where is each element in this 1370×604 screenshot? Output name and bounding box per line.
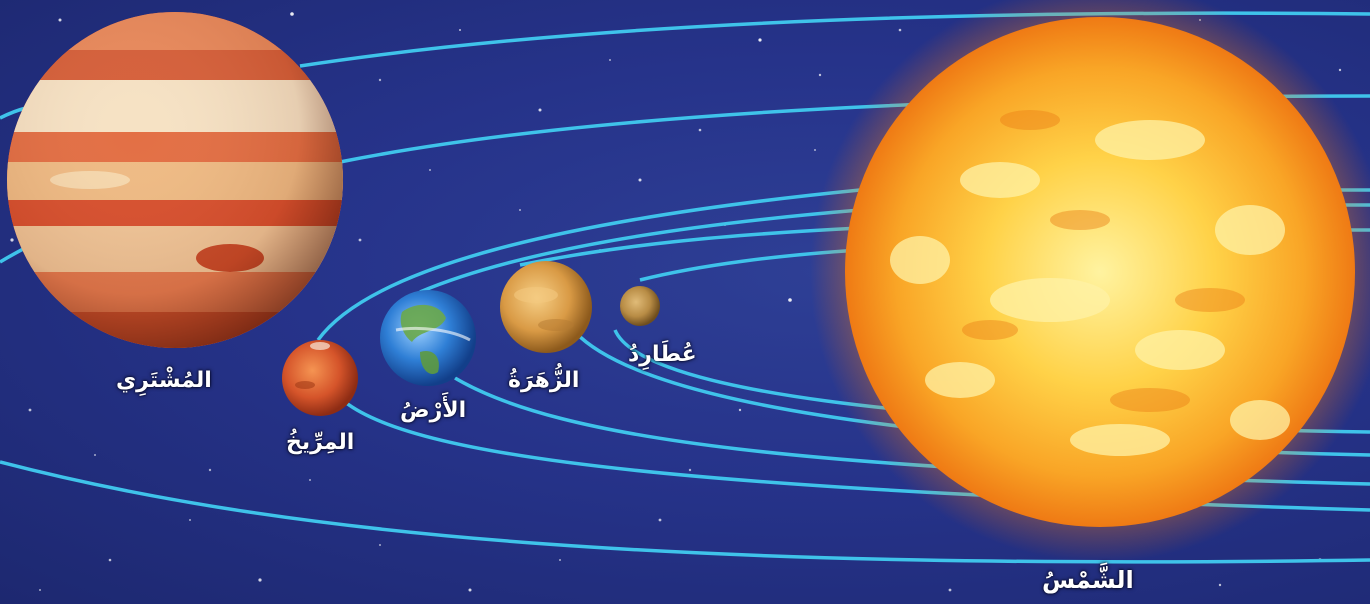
jupiter-label: المُشْتَرِي — [116, 368, 212, 393]
venus-label: الزُّهَرَةُ — [508, 368, 580, 393]
jupiter — [7, 12, 343, 348]
orbit-jupiter-lower — [0, 460, 1370, 564]
sun — [810, 0, 1370, 562]
mercury — [620, 286, 660, 326]
mars — [282, 340, 358, 416]
mercury-label: عُطَارِدُ — [628, 342, 697, 367]
earth-label: الأَرْضُ — [400, 398, 467, 423]
earth — [380, 290, 476, 386]
sun-label: الشَّمْسُ — [1042, 566, 1134, 594]
mars-label: المِرِّيخُ — [286, 430, 355, 455]
venus — [500, 261, 592, 353]
